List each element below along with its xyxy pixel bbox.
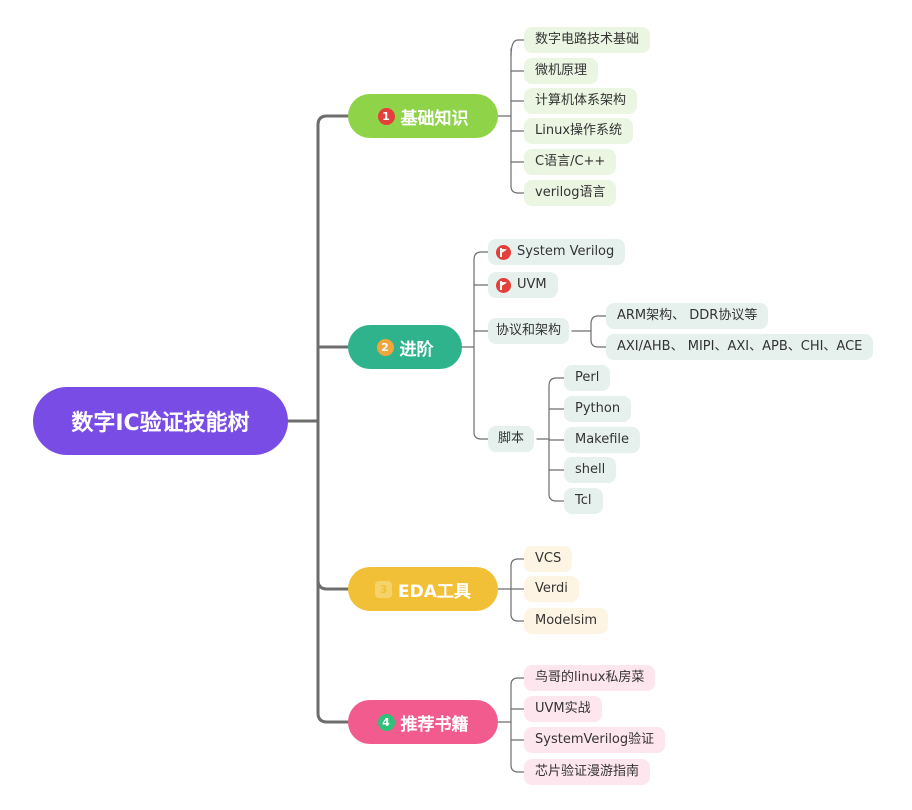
leaf-digital-circuits[interactable]: 数字电路技术基础 [524,27,651,53]
leaf-book-systemverilog[interactable]: SystemVerilog验证 [524,727,666,753]
leaf-uvm[interactable]: UVM [488,272,558,298]
leaf-verdi[interactable]: Verdi [524,576,579,602]
branch-eda-tools[interactable]: 3 EDA工具 [348,567,498,611]
number-1-icon: 1 [377,107,395,125]
leaf-bus-protocols[interactable]: AXI/AHB、 MIPI、AXI、APB、CHI、ACE [606,334,874,360]
flag-icon [496,244,511,260]
leaf-scripts[interactable]: 脚本 [488,426,535,452]
leaf-computer-architecture[interactable]: 计算机体系架构 [524,88,638,114]
leaf-book-linux[interactable]: 鸟哥的linux私房菜 [524,665,656,691]
root-label: 数字IC验证技能树 [71,411,250,436]
leaf-book-uvm[interactable]: UVM实战 [524,696,602,722]
root-node[interactable]: 数字IC验证技能树 [33,387,288,455]
branch-basics[interactable]: 1 基础知识 [348,94,498,138]
leaf-modelsim[interactable]: Modelsim [524,608,609,634]
leaf-verilog[interactable]: verilog语言 [524,180,617,206]
leaf-python[interactable]: Python [564,396,632,422]
branch-books-label: 推荐书籍 [400,714,469,735]
leaf-vcs[interactable]: VCS [524,546,573,572]
link-root-basics [286,114,350,423]
leaf-arm-ddr[interactable]: ARM架构、 DDR协议等 [606,303,769,329]
leaf-perl[interactable]: Perl [564,365,611,391]
branch-recommended-books[interactable]: 4 推荐书籍 [348,700,498,744]
branch-basics-label: 基础知识 [400,108,469,129]
leaf-linux-os[interactable]: Linux操作系统 [524,118,634,144]
leaf-book-chip-verification[interactable]: 芯片验证漫游指南 [524,759,651,785]
flag-icon [496,277,511,293]
link-root-books [316,578,350,724]
branch-eda-label: EDA工具 [398,581,471,602]
number-2-icon: 2 [376,338,394,356]
leaf-uvm-label: UVM [517,277,547,292]
leaf-makefile[interactable]: Makefile [564,427,641,453]
number-4-icon: 4 [377,713,395,731]
leaf-system-verilog-label: System Verilog [517,244,615,259]
link-root-eda [316,419,350,591]
leaf-microcomputer[interactable]: 微机原理 [524,58,599,84]
branch-advanced-label: 进阶 [399,339,434,360]
branch-advanced[interactable]: 2 进阶 [348,325,462,369]
leaf-shell[interactable]: shell [564,457,617,483]
number-3-icon: 3 [375,580,393,598]
leaf-protocols-architecture[interactable]: 协议和架构 [488,318,570,344]
leaf-tcl[interactable]: Tcl [564,488,603,514]
leaf-system-verilog[interactable]: System Verilog [488,239,626,265]
leaf-c-language[interactable]: C语言/C++ [524,149,617,175]
